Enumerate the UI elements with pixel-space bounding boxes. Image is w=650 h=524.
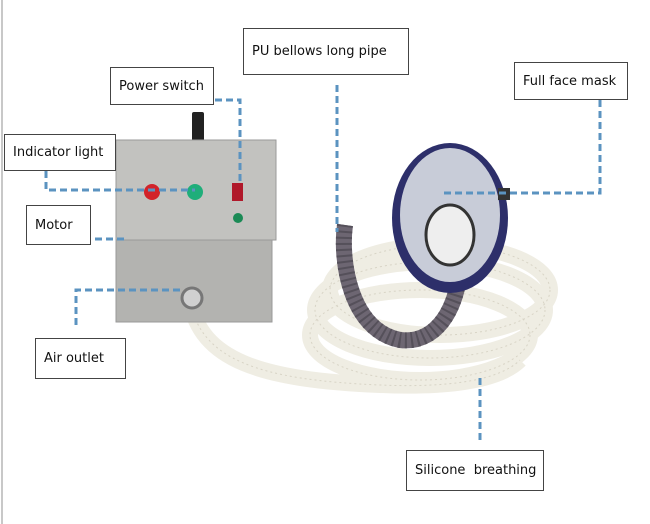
full-face-mask <box>392 143 510 293</box>
green-indicator-icon <box>187 184 203 200</box>
handle <box>192 112 204 146</box>
power-switch-icon <box>232 183 243 201</box>
red-indicator-icon <box>144 184 160 200</box>
leader-lines <box>44 85 602 440</box>
label-motor: Motor <box>26 205 91 245</box>
label-face-mask: Full face mask <box>514 62 628 100</box>
label-indicator-light: Indicator light <box>4 134 116 171</box>
label-power-switch: Power switch <box>110 67 214 105</box>
left-border <box>1 0 3 524</box>
label-air-outlet: Air outlet <box>35 338 126 379</box>
air-outlet-connector <box>180 286 204 310</box>
label-silicone-breathing: Silicone breathing <box>406 450 544 491</box>
label-pu-pipe: PU bellows long pipe <box>243 28 409 75</box>
